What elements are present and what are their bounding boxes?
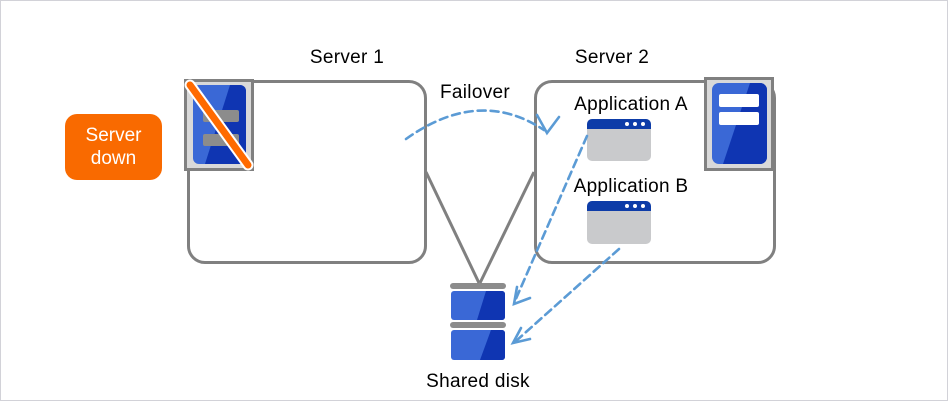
titlebar-dot (641, 122, 645, 126)
app-window-icon-a (587, 119, 651, 161)
app-window-titlebar (587, 119, 651, 129)
server-down-badge-line1: Server (85, 124, 142, 146)
disk-cap (450, 283, 506, 289)
app-window-icon-b (587, 201, 651, 244)
server1-title: Server 1 (309, 47, 385, 68)
application-a-label: Application A (574, 94, 688, 115)
server2-to-disk-line (478, 171, 536, 284)
titlebar-dot (625, 122, 629, 126)
server-icon (704, 77, 774, 171)
titlebar-dot (641, 204, 645, 208)
titlebar-dot (633, 204, 637, 208)
disk-unit-shade (480, 330, 505, 360)
disk-cap (450, 322, 506, 328)
down-slash (186, 81, 252, 169)
arrow-app-b-arrowhead (510, 326, 532, 345)
server2-title: Server 2 (574, 47, 650, 68)
shared-disk-icon (450, 281, 506, 361)
server-down-badge-line2: down (90, 148, 137, 169)
disk-unit-shade (477, 291, 505, 320)
failover-label: Failover (440, 82, 510, 103)
server-slot (719, 112, 759, 125)
arrow-app-a-arrowhead (512, 285, 532, 307)
server-down-badge: Server down (65, 114, 162, 180)
titlebar-dot (633, 122, 637, 126)
server-slot (719, 94, 759, 107)
app-window-titlebar (587, 201, 651, 211)
application-b-label: Application B (573, 176, 689, 197)
shared-disk-label: Shared disk (426, 371, 530, 392)
server-down-icon (184, 79, 254, 171)
server1-to-disk-line (424, 171, 481, 284)
disk-connection-lines (424, 171, 536, 284)
titlebar-dot (625, 204, 629, 208)
